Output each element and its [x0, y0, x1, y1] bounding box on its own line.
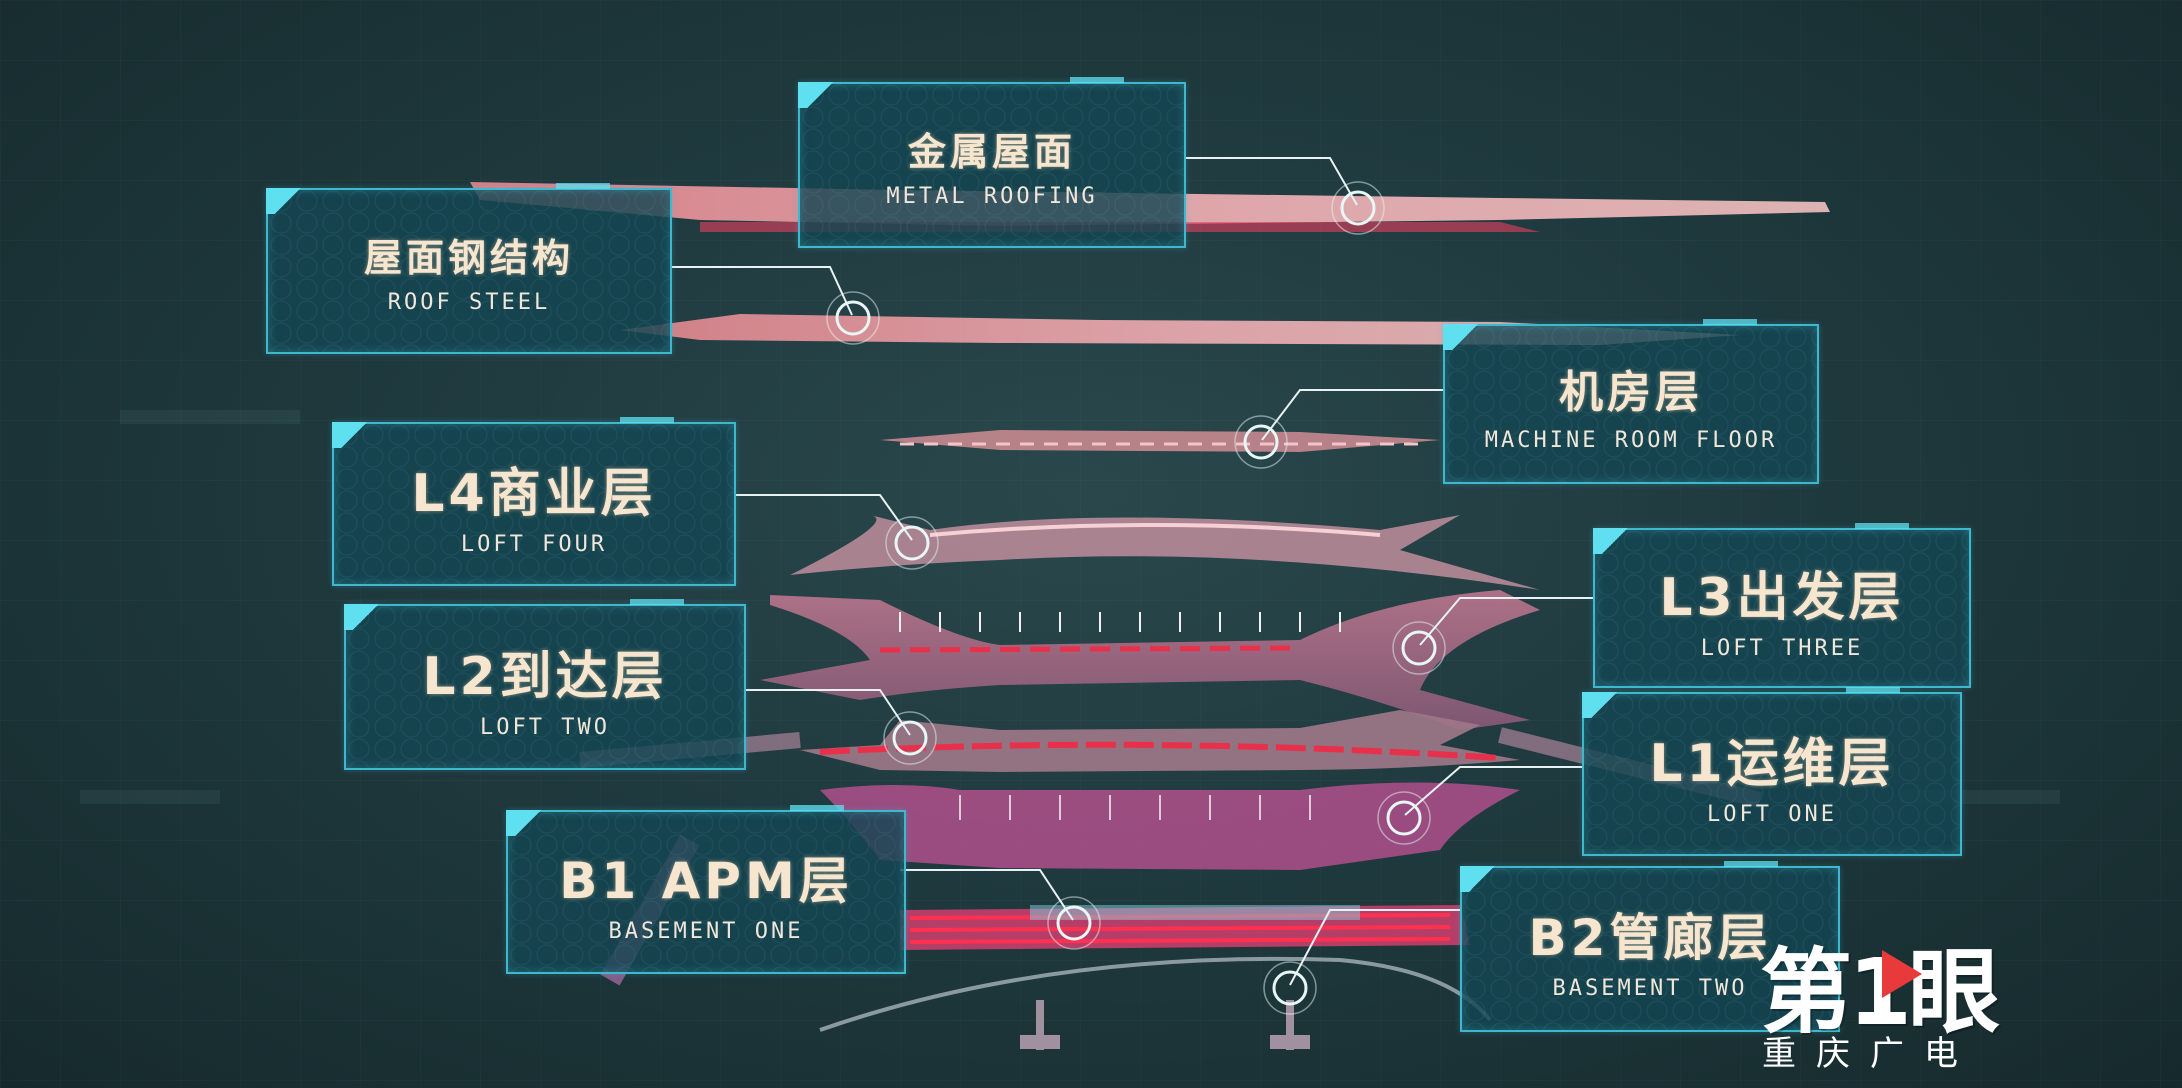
logo-sub-text: 重庆广电: [1762, 1034, 1978, 1074]
label-metal-roofing: 金属屋面 METAL ROOFING: [798, 77, 1186, 248]
label-cn: L4商业层: [411, 464, 657, 524]
label-cn: 金属屋面: [907, 130, 1076, 174]
logo-main-text: 第1眼: [1760, 939, 2000, 1046]
background-strip: [80, 790, 220, 804]
label-en: LOFT FOUR: [460, 532, 608, 557]
label-l1: L1运维层 LOFT ONE: [1582, 687, 1962, 856]
label-en: MACHINE ROOM FLOOR: [1484, 427, 1778, 453]
target-rings: [826, 181, 1446, 1015]
label-cn: 屋面钢结构: [363, 236, 574, 280]
label-en: METAL ROOFING: [886, 184, 1098, 209]
broadcaster-logo: 第1眼 重庆广电: [1760, 918, 2080, 1074]
background-strip: [120, 410, 300, 424]
label-en: LOFT TWO: [480, 715, 610, 740]
label-l2: L2到达层 LOFT TWO: [344, 599, 746, 770]
play-icon: [1882, 950, 1922, 998]
label-cn: L1运维层: [1649, 734, 1895, 794]
label-roof-steel: 屋面钢结构 ROOF STEEL: [266, 183, 672, 354]
label-cn: L2到达层: [422, 647, 668, 707]
label-en: ROOF STEEL: [387, 290, 551, 315]
label-l4: L4商业层 LOFT FOUR: [332, 417, 736, 586]
label-cn: L3出发层: [1659, 568, 1905, 628]
label-b1: B1 APM层 BASEMENT ONE: [506, 805, 906, 974]
label-en: LOFT ONE: [1707, 802, 1837, 827]
b1-layer: [900, 905, 1470, 950]
label-cn: B1 APM层: [559, 851, 853, 910]
label-cn: 机房层: [1559, 366, 1703, 418]
leader-lines: [672, 157, 1593, 986]
label-l3: L3出发层 LOFT THREE: [1593, 523, 1971, 688]
label-machine-room: 机房层 MACHINE ROOM FLOOR: [1443, 319, 1819, 484]
label-en: BASEMENT ONE: [608, 918, 804, 944]
label-en: BASEMENT TWO: [1552, 975, 1748, 1001]
l4-layer: [790, 515, 1540, 590]
label-cn: B2管廊层: [1528, 908, 1772, 967]
machine-room-layer: [880, 430, 1440, 452]
b2-layer: [819, 956, 1492, 1050]
l3-layer: [760, 590, 1540, 730]
label-en: LOFT THREE: [1700, 636, 1864, 661]
